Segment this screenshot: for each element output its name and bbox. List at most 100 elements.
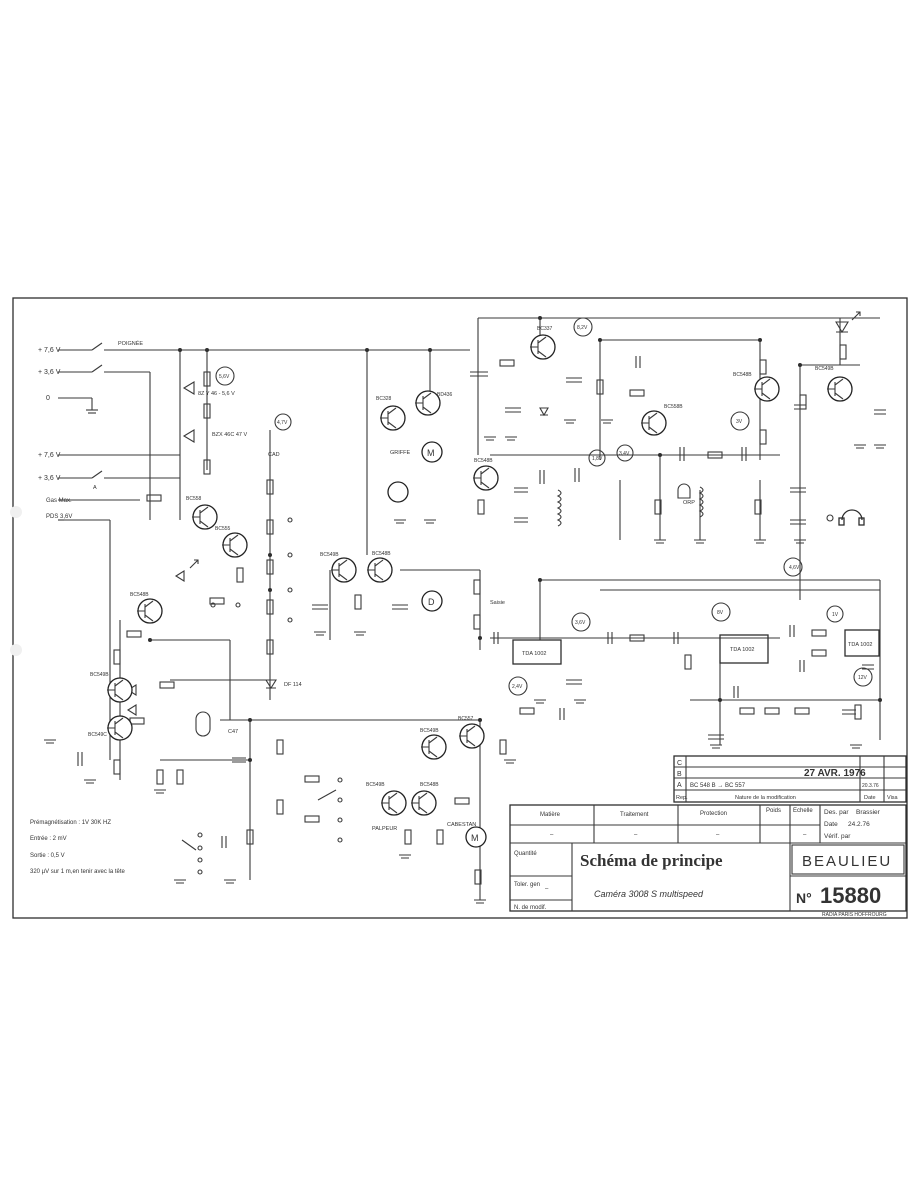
svg-text:BC549B: BC549B: [90, 672, 109, 678]
svg-text:B: B: [677, 771, 682, 778]
svg-text:–: –: [803, 832, 807, 838]
drawing-number: 15880: [820, 883, 881, 908]
inductors: [556, 486, 704, 527]
motor-labels: M D M: [427, 448, 479, 843]
input-label: + 3,6 V: [38, 369, 61, 376]
svg-text:TDA 1002: TDA 1002: [522, 651, 546, 657]
svg-text:CAD: CAD: [268, 452, 280, 458]
svg-text:C47: C47: [228, 729, 238, 735]
svg-text:BC 548 B → BC 557: BC 548 B → BC 557: [690, 783, 746, 789]
printer-footer: RADIA PARIS HOFFROURG: [822, 912, 887, 918]
switch-label: A: [93, 485, 97, 491]
svg-text:Rep.: Rep.: [676, 795, 688, 801]
capacitors: [77, 356, 886, 848]
drawing-subtitle: Caméra 3008 S multispeed: [594, 889, 704, 899]
ic-labels: TDA 1002 TDA 1002 TDA 1002: [522, 642, 872, 657]
svg-text:Sortie : 0,5 V: Sortie : 0,5 V: [30, 853, 65, 859]
svg-text:ORP: ORP: [683, 500, 695, 506]
svg-text:BD436: BD436: [437, 392, 453, 398]
date-stamp: 27 AVR. 1976: [804, 768, 866, 779]
svg-text:BC337: BC337: [537, 326, 553, 332]
input-rails: [58, 342, 470, 760]
svg-text:M: M: [427, 448, 435, 458]
misc-labels: GRIFFE PALPEUR CABESTAN CAD C47 DF 114 O…: [198, 391, 695, 832]
svg-text:1V: 1V: [832, 612, 839, 618]
svg-text:CABESTAN: CABESTAN: [447, 822, 476, 828]
svg-text:Traitement: Traitement: [620, 812, 649, 818]
ground-symbols: [44, 419, 886, 904]
svg-text:2,4V: 2,4V: [512, 684, 523, 690]
svg-text:BC548B: BC548B: [733, 372, 752, 378]
transistor-labels: BC337 BC328 BD436 BC558 BC555 BC548B BC5…: [88, 326, 834, 788]
svg-text:3,4V: 3,4V: [619, 451, 630, 457]
svg-text:12V: 12V: [858, 675, 868, 681]
svg-text:Nature de la modification: Nature de la modification: [735, 795, 796, 801]
ic-tda1002: [844, 629, 880, 657]
svg-text:Brassier: Brassier: [856, 809, 881, 816]
svg-text:N. de modif.: N. de modif.: [514, 905, 547, 911]
svg-text:TDA 1002: TDA 1002: [730, 647, 754, 653]
svg-text:3,6V: 3,6V: [575, 620, 586, 626]
svg-text:A: A: [677, 782, 682, 789]
svg-text:BC549B: BC549B: [320, 552, 339, 558]
svg-text:Entrée : 2 mV: Entrée : 2 mV: [30, 836, 67, 842]
svg-text:Protection: Protection: [700, 811, 727, 817]
svg-text:BZX 46C 47 V: BZX 46C 47 V: [212, 432, 247, 438]
title-block-signoff: Des. par Brassier Date 24.2.76 Vérif. pa…: [824, 809, 881, 840]
headphone-icon: [838, 509, 865, 526]
svg-text:BC549B: BC549B: [420, 728, 439, 734]
svg-text:BC549C: BC549C: [88, 732, 107, 738]
svg-text:1,8V: 1,8V: [592, 456, 603, 462]
company-box: [791, 844, 905, 875]
title-block-header: Matière Traitement Protection Poids Eche…: [540, 808, 813, 838]
tape-head-icon: [677, 483, 691, 499]
svg-text:PALPEUR: PALPEUR: [372, 826, 397, 832]
transistor-inner: [107, 336, 844, 814]
svg-text:–: –: [634, 832, 638, 838]
voltage-labels: 5,6V 8,2V 4,7V 3,6V 3V 4,6V 1,8V 3,4V 2,…: [219, 325, 868, 690]
svg-text:BC558B: BC558B: [664, 404, 683, 410]
input-label: + 7,6 V: [38, 452, 61, 459]
company-name: BEAULIEU: [802, 853, 892, 870]
svg-text:20.3.76: 20.3.76: [862, 783, 879, 789]
svg-text:8,2V: 8,2V: [577, 325, 588, 331]
svg-text:Matière: Matière: [540, 812, 561, 818]
ic-tda1002: [512, 639, 562, 665]
svg-text:TDA 1002: TDA 1002: [848, 642, 872, 648]
svg-text:5,6V: 5,6V: [219, 374, 230, 380]
svg-text:8Z Y 46 - 5,6 V: 8Z Y 46 - 5,6 V: [198, 391, 235, 397]
drawing-title: Schéma de principe: [580, 851, 723, 870]
input-labels: + 7,6 V POIGNÉE + 3,6 V 0 + 7,6 V + 3,6 …: [38, 340, 143, 520]
ic-blocks: [512, 629, 880, 665]
motors: [387, 441, 487, 848]
sensor: [387, 481, 409, 503]
reed-relay: [195, 711, 211, 737]
voltage-markers: [215, 317, 873, 696]
diodes: [126, 321, 849, 716]
led-arrows: [189, 311, 861, 569]
drawing-number-prefix: N°: [796, 890, 812, 906]
svg-text:4,7V: 4,7V: [277, 420, 288, 426]
svg-text:BC549B: BC549B: [815, 366, 834, 372]
junction-dots: [118, 316, 882, 762]
svg-text:Quantité: Quantité: [514, 851, 537, 857]
svg-text:C: C: [677, 760, 682, 767]
svg-text:Vérif. par: Vérif. par: [824, 833, 851, 840]
jack-socket: [826, 514, 834, 522]
svg-text:Toler. gen: Toler. gen: [514, 882, 540, 888]
svg-text:–: –: [550, 832, 554, 838]
svg-text:Date: Date: [864, 795, 876, 801]
revision-table: C B A BC 548 B → BC 557 27 AVR. 1976 20.…: [673, 755, 907, 803]
svg-text:4,6V: 4,6V: [789, 565, 800, 571]
svg-text:DF 114: DF 114: [284, 682, 302, 688]
svg-text:Visa: Visa: [887, 795, 899, 801]
svg-text:BC557: BC557: [458, 716, 474, 722]
svg-text:BC328: BC328: [376, 396, 392, 402]
input-label: + 7,6 V: [38, 347, 61, 354]
svg-text:BC558: BC558: [186, 496, 202, 502]
spec-notes: Prémagnétisation : 1V 30K HZ Entrée : 2 …: [30, 820, 126, 875]
input-label: PDS 3,6V: [46, 514, 72, 520]
svg-text:Poids: Poids: [766, 808, 781, 814]
